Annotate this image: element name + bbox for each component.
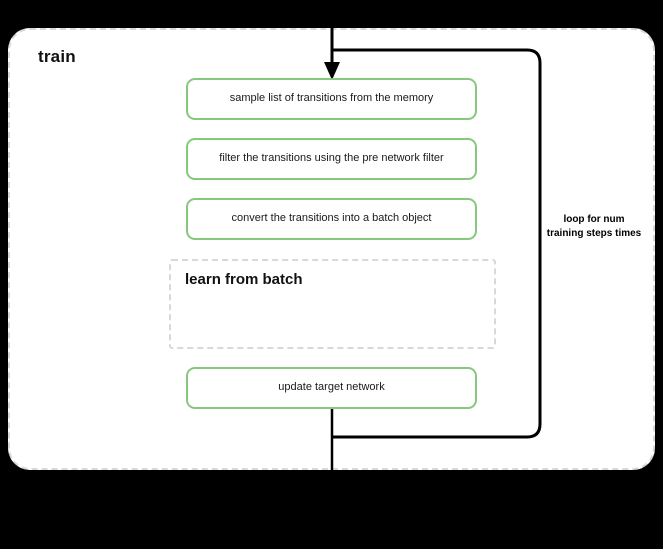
step-box-update-target-network[interactable]: update target network xyxy=(186,367,477,409)
subblock-title: learn from batch xyxy=(185,271,303,288)
step-box-filter[interactable]: filter the transitions using the pre net… xyxy=(186,138,477,180)
loop-label: loop for num training steps times xyxy=(546,214,642,239)
step-label: update target network xyxy=(278,381,385,394)
step-label: sample list of transitions from the memo… xyxy=(229,92,434,105)
step-label: convert the transitions into a batch obj… xyxy=(231,212,432,225)
step-box-convert[interactable]: convert the transitions into a batch obj… xyxy=(186,198,477,240)
step-box-sample[interactable]: sample list of transitions from the memo… xyxy=(186,78,477,120)
step-label: filter the transitions using the pre net… xyxy=(219,152,444,165)
page-title: train xyxy=(38,47,76,66)
subblock-learn-from-batch[interactable]: learn from batch xyxy=(169,259,496,349)
